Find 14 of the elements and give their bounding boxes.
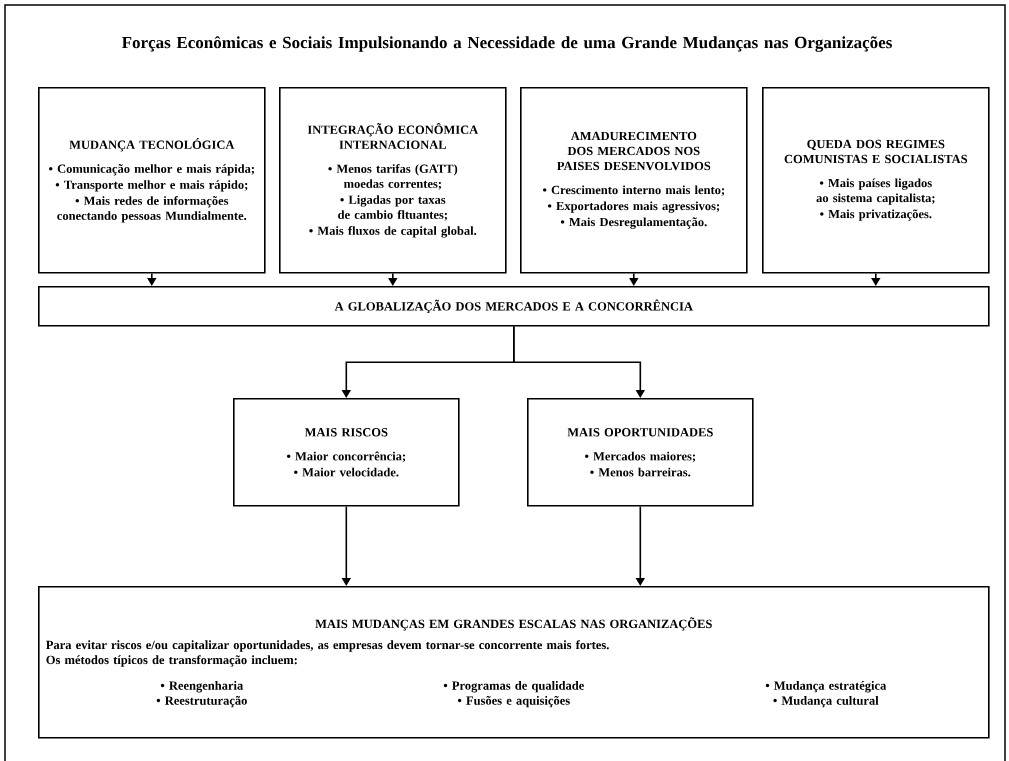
text-box: INTEGRAÇÃO ECONÔMICA INTERNACIONAL • Menos tarifas (GATT) moedas correntes; • Ligadas por taxas de cambio fltuantes; • Mais fluxos de capital global. (279, 87, 507, 274)
title: Forças Econômicas e Sociais Impulsionando a Necessidade de uma Grande Mudanças nas Organizações (121, 36, 892, 52)
text-box: MAIS RISCOS • Maior concorrência; • Maior velocidade. (233, 398, 460, 507)
text-box: MUDANÇA TECNOLÓGICA • Comunicação melhor e mais rápida; • Transporte melhor e mais rápido; • Mais redes de informações conectando pessoas Mundialmente. (38, 87, 266, 274)
arrow (871, 272, 881, 286)
text-box: QUEDA DOS REGIMES COMUNISTAS E SOCIALISTAS • Mais países ligados ao sistema capitalista; • Mais privatizações. (762, 87, 990, 274)
arrow (388, 272, 398, 286)
text-box: MAIS OPORTUNIDADES • Mercados maiores; • Menos barreiras. (527, 398, 754, 507)
arrow (629, 272, 639, 286)
text-box: MAIS MUDANÇAS EM GRANDES ESCALAS NAS ORGANIZAÇÕES Para evitar riscos e/ou capitalizar oportunidades, as empresas devem tornar-se concorrente mais fortes. Os métodos típicos de transformação incluem: • Reengenharia • Reestruturação • Programas de qualidade • Fusões e aquisições • Mudança estratégica • Mudança cultural (38, 586, 990, 739)
arrow (513, 325, 646, 398)
banner-box: A GLOBALIZAÇÃO DOS MERCADOS E A CONCORRÊNCIA (38, 286, 990, 327)
arrow (147, 272, 157, 286)
text-box: AMADURECIMENTO DOS MERCADOS NOS PAISES DESENVOLVIDOS • Crescimento interno mais lento; • Exportadores mais agressivos; • Mais Desregulamentação. (520, 87, 748, 274)
